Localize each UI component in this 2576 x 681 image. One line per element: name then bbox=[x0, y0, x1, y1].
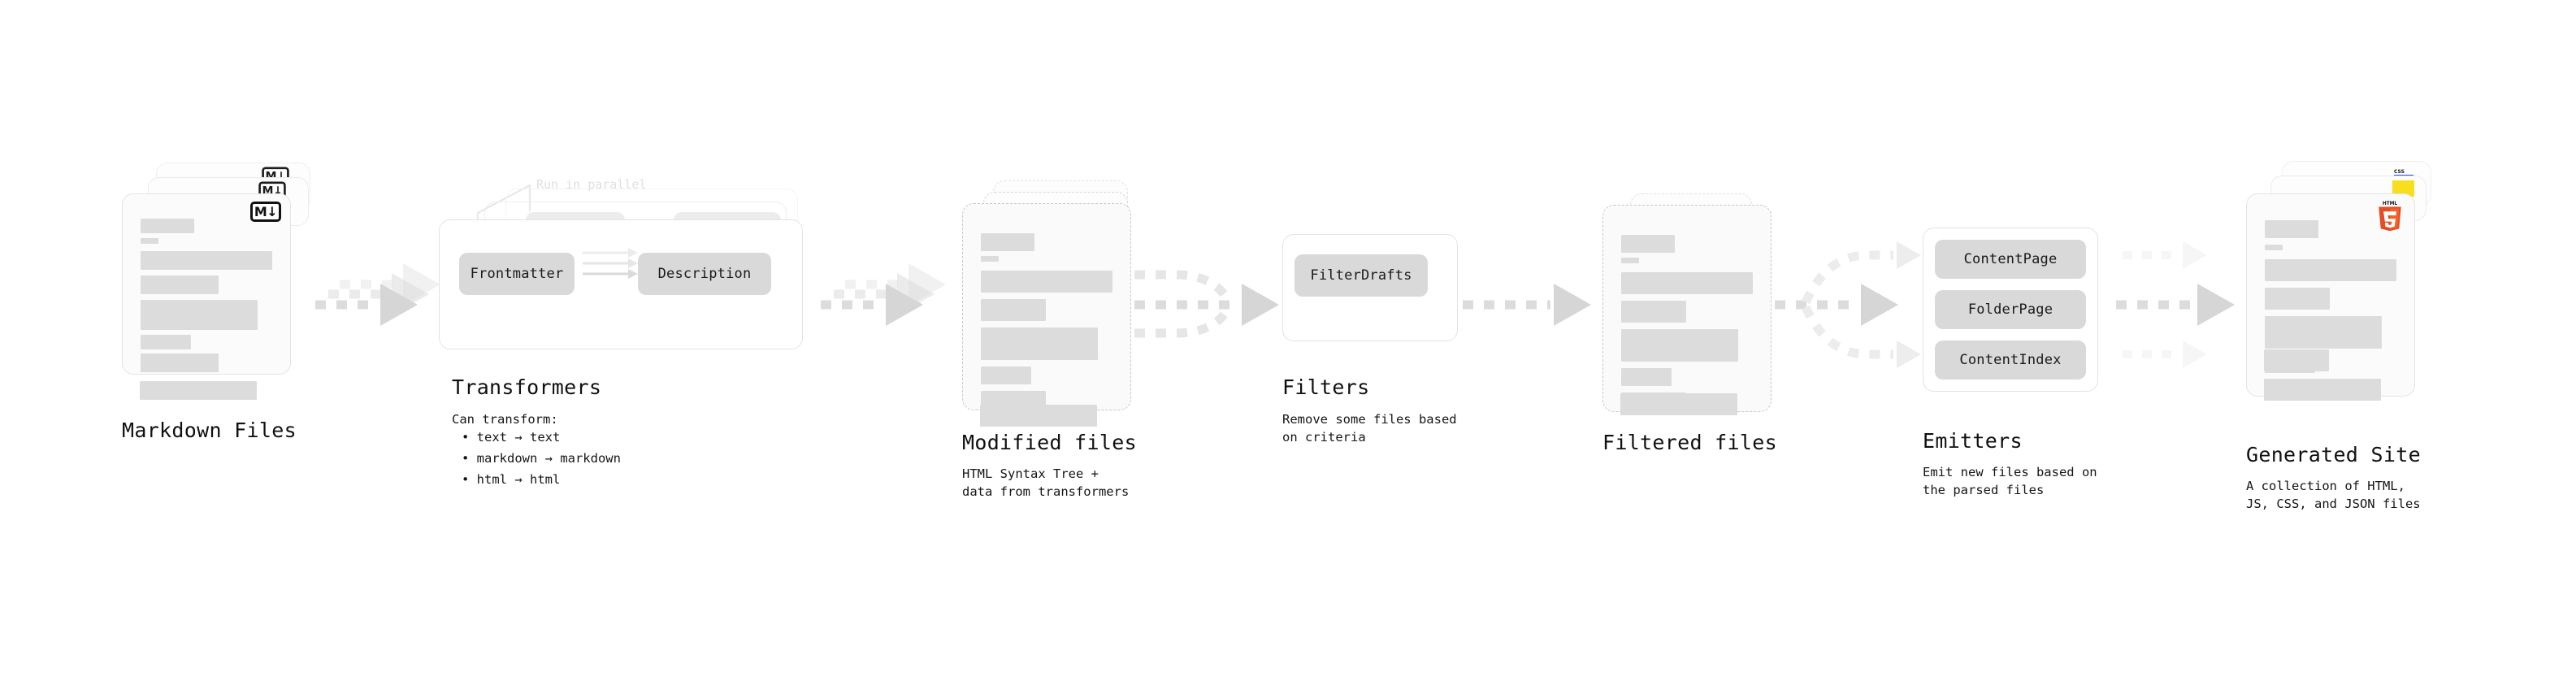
document-skeleton bbox=[123, 194, 290, 374]
transformer-inner-arrows bbox=[583, 248, 638, 279]
arrow-markdown-to-transformers bbox=[315, 263, 440, 326]
modified-card-front bbox=[962, 203, 1131, 413]
generated-site-subtitle: A collection of HTML, JS, CSS, and JSON … bbox=[2246, 479, 2421, 511]
document-skeleton-bar bbox=[2264, 379, 2381, 401]
document-skeleton-bar bbox=[1620, 393, 1737, 415]
filters-panel: FilterDrafts bbox=[1282, 234, 1458, 341]
transformers-bullet-1: • text → text bbox=[462, 430, 561, 445]
arrow-modified-to-filters bbox=[1134, 270, 1279, 338]
stage-title-markdown-files: Markdown Files bbox=[122, 419, 297, 442]
markdown-card-front bbox=[122, 193, 291, 375]
document-skeleton bbox=[963, 204, 1130, 413]
run-in-parallel-hint: Run in parallel bbox=[536, 177, 647, 192]
arrow-filtered-to-emitters bbox=[1775, 241, 1921, 368]
emitters-panel: ContentPage FolderPage ContentIndex bbox=[1923, 228, 2098, 392]
filters-subtitle: Remove some files based on criteria bbox=[1282, 412, 1457, 445]
stage-title-transformers: Transformers bbox=[452, 375, 602, 399]
stage-title-filters: Filters bbox=[1282, 375, 1370, 399]
filtered-card-front bbox=[1602, 205, 1772, 414]
stage-title-emitters: Emitters bbox=[1923, 429, 2023, 453]
transformers-caption-head: Can transform: bbox=[452, 412, 558, 427]
modified-files-subtitle: HTML Syntax Tree + data from transformer… bbox=[962, 466, 1130, 499]
html5-icon: HTML bbox=[2379, 202, 2401, 232]
transformer-pill-frontmatter[interactable]: Frontmatter bbox=[459, 253, 575, 295]
document-skeleton-bar bbox=[980, 405, 1097, 427]
stage-title-filtered-files: Filtered files bbox=[1602, 431, 1777, 454]
transformers-bullet-2: • markdown → markdown bbox=[462, 451, 621, 466]
stage-title-modified-files: Modified files bbox=[962, 431, 1137, 454]
arrow-filters-to-filtered bbox=[1463, 284, 1591, 326]
emitter-pill-contentpage[interactable]: ContentPage bbox=[1935, 240, 2086, 279]
js-icon bbox=[2392, 180, 2414, 197]
transformer-pill-description[interactable]: Description bbox=[638, 253, 771, 295]
arrow-emitters-to-site bbox=[2116, 241, 2235, 368]
svg-text:HTML: HTML bbox=[2383, 202, 2398, 206]
emitter-pill-folderpage[interactable]: FolderPage bbox=[1935, 290, 2086, 329]
emitters-subtitle: Emit new files based on the parsed files bbox=[1923, 465, 2097, 497]
arrow-transformers-to-modified bbox=[821, 263, 946, 326]
stage-title-generated-site: Generated Site bbox=[2246, 443, 2421, 466]
document-skeleton-bar bbox=[2264, 349, 2329, 371]
emitter-pill-contentindex[interactable]: ContentIndex bbox=[1935, 340, 2086, 380]
document-skeleton-bar bbox=[140, 381, 257, 400]
transformers-bullet-3: • html → html bbox=[462, 472, 561, 487]
document-skeleton bbox=[1603, 206, 1771, 414]
filter-pill-filterdrafts[interactable]: FilterDrafts bbox=[1295, 254, 1428, 297]
transformer-panel-front: Frontmatter Description bbox=[439, 219, 803, 349]
markdown-icon: M↓ bbox=[250, 202, 281, 222]
css-icon-label: CSS bbox=[2394, 169, 2405, 175]
document-skeleton bbox=[2247, 194, 2414, 396]
